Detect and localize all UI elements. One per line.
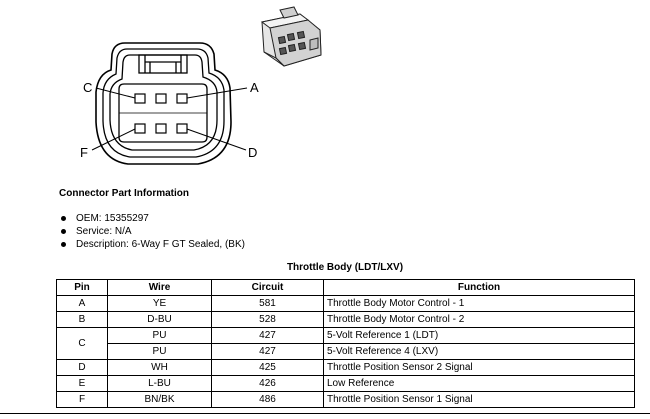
cell-function: 5-Volt Reference 4 (LXV) — [323, 343, 635, 360]
header-circuit: Circuit — [211, 279, 324, 296]
table-title: Throttle Body (LDT/LXV) — [286, 262, 404, 273]
connector-info-service: Service: N/A — [59, 225, 245, 238]
connector-part-information: Connector Part Information OEM: 15355297… — [59, 188, 245, 251]
cell-function: Throttle Position Sensor 1 Signal — [323, 391, 635, 408]
latch-tab — [138, 54, 188, 74]
pin-cavity-d — [176, 123, 188, 134]
connector-outline-inner — [109, 54, 218, 151]
cell-circuit: 486 — [211, 391, 324, 408]
connector-photo — [260, 6, 322, 67]
cell-pin: D — [56, 359, 108, 376]
cell-circuit: 528 — [211, 311, 324, 328]
connector-outline-outer — [95, 42, 232, 165]
table-row: PU 427 5-Volt Reference 4 (LXV) — [57, 343, 635, 360]
cell-pin: A — [56, 295, 108, 312]
table-row: A YE 581 Throttle Body Motor Control - 1 — [56, 295, 635, 312]
cell-wire: BN/BK — [107, 391, 212, 408]
table-row: F BN/BK 486 Throttle Position Sensor 1 S… — [56, 391, 635, 408]
connector-info-list: OEM: 15355297 Service: N/A Description: … — [59, 212, 245, 251]
cell-pin: F — [56, 391, 108, 408]
table-row: E L-BU 426 Low Reference — [56, 375, 635, 392]
leader-lines — [91, 87, 248, 151]
connector-diagram: C A F D — [80, 6, 322, 165]
header-wire: Wire — [107, 279, 212, 296]
table-row: C PU 427 5-Volt Reference 1 (LDT) — [56, 327, 635, 360]
pin-cavity-a — [176, 93, 188, 104]
pin-cavity-b — [155, 93, 167, 104]
cell-wire: PU — [107, 327, 212, 344]
table-row: B D-BU 528 Throttle Body Motor Control -… — [56, 311, 635, 328]
pin-cavity-e — [155, 123, 167, 134]
cell-circuit: 426 — [211, 375, 324, 392]
cell-circuit: 427 — [211, 327, 324, 344]
cavity-recess — [118, 83, 208, 143]
cell-function: Throttle Body Motor Control - 1 — [323, 295, 635, 312]
table-header-row: Pin Wire Circuit Function — [56, 279, 635, 296]
page-divider — [0, 413, 650, 414]
pin-label-c: C — [83, 80, 92, 95]
cell-function: Low Reference — [323, 375, 635, 392]
pin-label-d: D — [248, 145, 257, 160]
connector-info-oem: OEM: 15355297 — [59, 212, 245, 225]
cell-function: Throttle Position Sensor 2 Signal — [323, 359, 635, 376]
cell-pin: E — [56, 375, 108, 392]
pin-label-f: F — [80, 145, 88, 160]
cell-function: Throttle Body Motor Control - 2 — [323, 311, 635, 328]
pin-table: Pin Wire Circuit Function A YE 581 Throt… — [56, 279, 635, 408]
cell-circuit: 425 — [211, 359, 324, 376]
connector-info-heading: Connector Part Information — [59, 188, 190, 199]
pin-label-a: A — [250, 80, 259, 95]
pin-cavity-c — [134, 93, 146, 104]
cell-circuit: 427 — [211, 343, 324, 360]
header-function: Function — [323, 279, 635, 296]
cell-wire: WH — [107, 359, 212, 376]
connector-outline-mid — [102, 48, 225, 158]
cell-wire: L-BU — [107, 375, 212, 392]
connector-face — [95, 42, 232, 165]
cell-pin: C — [56, 327, 108, 360]
cell-pin: B — [56, 311, 108, 328]
connector-info-description: Description: 6-Way F GT Sealed, (BK) — [59, 238, 245, 251]
cell-wire: D-BU — [107, 311, 212, 328]
cell-function: 5-Volt Reference 1 (LDT) — [323, 327, 635, 344]
table-row: D WH 425 Throttle Position Sensor 2 Sign… — [56, 359, 635, 376]
pin-cavities — [134, 93, 188, 134]
cell-circuit: 581 — [211, 295, 324, 312]
pin-cavity-f — [134, 123, 146, 134]
cell-wire: YE — [107, 295, 212, 312]
header-pin: Pin — [56, 279, 108, 296]
cell-wire: PU — [107, 343, 212, 360]
